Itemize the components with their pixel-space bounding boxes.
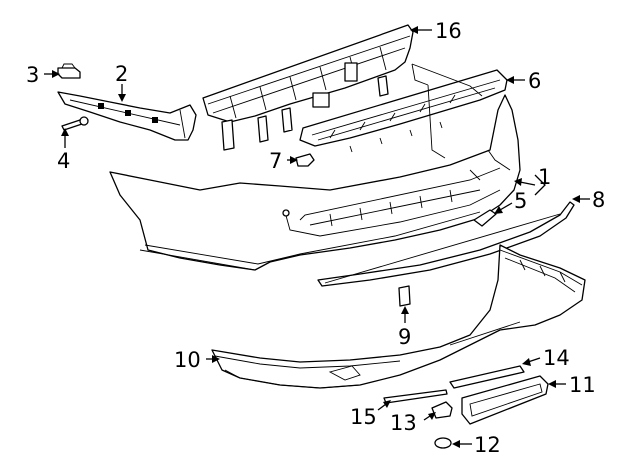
leader-lines bbox=[44, 26, 590, 448]
side-bracket bbox=[411, 63, 483, 159]
part-16-impact-bar bbox=[202, 24, 414, 151]
callout-16: 16 bbox=[435, 19, 462, 43]
part-15-trim bbox=[383, 389, 448, 404]
part-5-insert bbox=[473, 209, 497, 227]
part-12-plug bbox=[434, 437, 452, 449]
callout-12: 12 bbox=[474, 433, 501, 457]
part-2-bracket bbox=[57, 91, 197, 141]
part-10-valance bbox=[211, 244, 586, 389]
part-4-bolt bbox=[61, 116, 89, 131]
part-9-clip bbox=[398, 285, 411, 307]
part-7-clip bbox=[295, 153, 315, 167]
part-13-bracket bbox=[431, 401, 453, 419]
part-8-molding bbox=[317, 201, 575, 287]
callout-11: 11 bbox=[569, 373, 596, 397]
callout-15: 15 bbox=[350, 405, 377, 429]
part-1-bumper-cover bbox=[109, 94, 521, 271]
callout-5: 5 bbox=[514, 189, 527, 213]
callout-14: 14 bbox=[543, 346, 570, 370]
callout-10: 10 bbox=[174, 348, 201, 372]
callout-1: 1 bbox=[538, 165, 551, 189]
callout-labels: 16 6 3 2 4 7 1 5 8 9 10 14 11 15 13 12 bbox=[26, 19, 605, 457]
callout-3: 3 bbox=[26, 63, 39, 87]
callout-2: 2 bbox=[115, 62, 128, 86]
callout-4: 4 bbox=[57, 149, 70, 173]
callout-8: 8 bbox=[592, 188, 605, 212]
part-11-skid-plate bbox=[461, 375, 549, 425]
callout-13: 13 bbox=[390, 411, 417, 435]
part-6-step-pad bbox=[299, 69, 508, 153]
part-14-trim bbox=[449, 365, 525, 389]
part-3-clip bbox=[57, 63, 81, 79]
callout-6: 6 bbox=[528, 69, 541, 93]
callout-7: 7 bbox=[269, 149, 282, 173]
callout-9: 9 bbox=[398, 325, 411, 349]
